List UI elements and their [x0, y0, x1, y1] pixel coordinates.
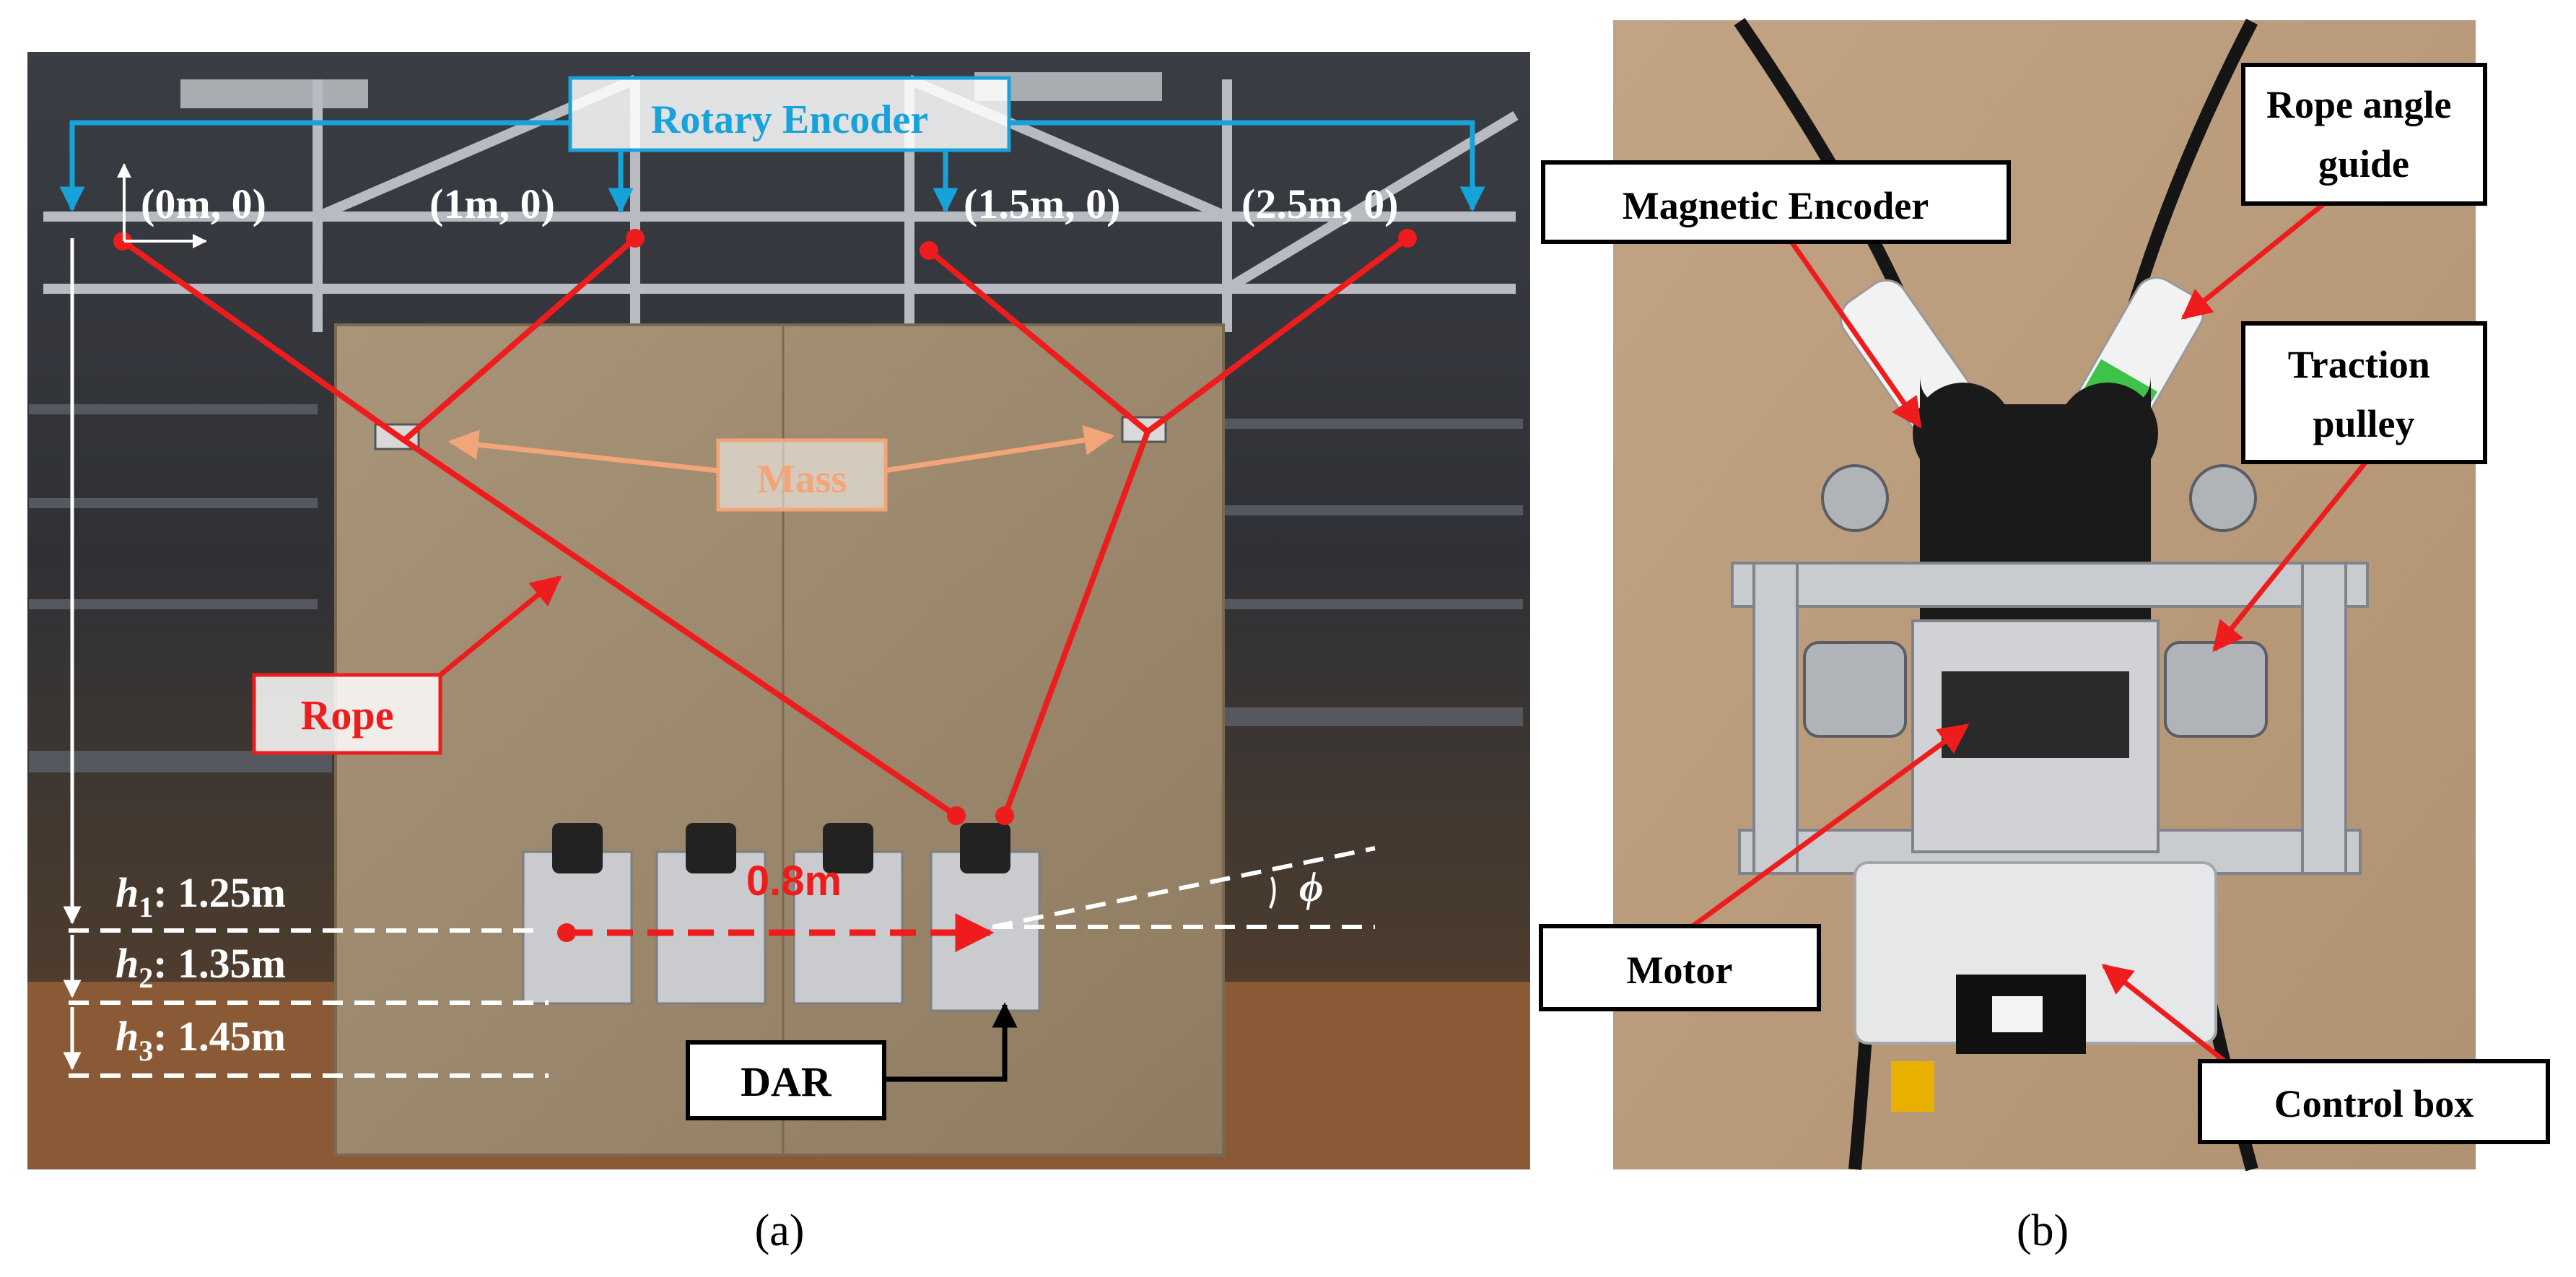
caption-a: (a)	[755, 1206, 805, 1255]
panel-b-arrows	[1690, 201, 2377, 1071]
phi-arc	[1269, 876, 1276, 909]
phi-angle-lines	[992, 846, 1376, 929]
rope-anchor-points	[113, 229, 1417, 825]
rope-box	[252, 673, 442, 755]
magnetic-encoder-label: Magnetic Encoder	[1623, 184, 1929, 227]
traction-pulley-box	[2241, 321, 2487, 464]
height-label-1: h1: 1.25m	[115, 869, 286, 923]
rotary-encoder-bracket	[59, 120, 1485, 214]
rotary-encoder-box	[568, 76, 1011, 152]
rope-angle-guide-box	[2241, 63, 2487, 206]
displacement-start-point	[557, 923, 576, 942]
dar-box	[686, 1040, 886, 1120]
dar-arrow	[884, 1002, 1018, 1082]
control-box-box	[2198, 1059, 2550, 1144]
distance-label: 0.8m	[746, 858, 842, 905]
rope-arrow	[438, 575, 562, 677]
dar-label: DAR	[741, 1058, 832, 1105]
coord-label-3: (2.5m, 0)	[1241, 180, 1398, 227]
coordinate-labels: (0m, 0) (1m, 0) (1.5m, 0) (2.5m, 0)	[141, 180, 1398, 227]
rope-angle-guide-line-1: Rope angle	[2266, 83, 2452, 126]
traction-pulley-line-1: Traction	[2288, 343, 2430, 386]
mass-box	[716, 438, 888, 512]
caption-b: (b)	[2017, 1206, 2069, 1255]
height-label-3: h3: 1.45m	[115, 1013, 286, 1067]
magnetic-encoder-box	[1541, 160, 2011, 244]
mass-label: Mass	[757, 457, 847, 502]
coord-label-2: (1.5m, 0)	[964, 180, 1120, 227]
rope-angle-guide-label: Rope angle guide	[2266, 83, 2461, 186]
motor-box	[1539, 924, 1821, 1011]
origin-axes-icon	[117, 163, 207, 248]
rope-label: Rope	[301, 692, 394, 738]
height-lines	[69, 928, 549, 1078]
traction-pulley-label: Traction pulley	[2288, 343, 2440, 445]
height-label-2: h2: 1.35m	[115, 940, 286, 994]
height-labels: h1: 1.25m h2: 1.35m h3: 1.45m	[115, 869, 286, 1067]
control-box-label: Control box	[2274, 1082, 2474, 1125]
coord-label-1: (1m, 0)	[429, 180, 555, 227]
panel-a-photo	[27, 52, 1530, 1169]
rope-angle-guide-line-2: guide	[2318, 142, 2409, 186]
rotary-encoder-label: Rotary Encoder	[651, 97, 928, 142]
coord-label-0: (0m, 0)	[141, 180, 266, 227]
traction-pulley-line-2: pulley	[2313, 402, 2414, 445]
motor-label: Motor	[1627, 949, 1733, 992]
rope-lines	[120, 235, 1410, 819]
phi-label: ϕ	[1299, 863, 1324, 910]
mass-arrows	[447, 424, 1115, 474]
